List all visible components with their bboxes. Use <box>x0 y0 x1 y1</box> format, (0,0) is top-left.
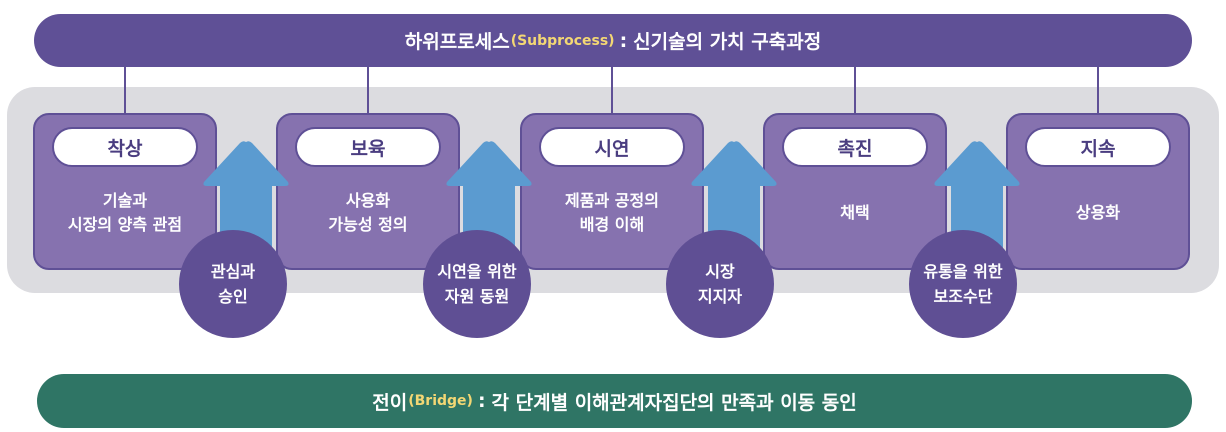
subprocess-bar: 하위프로세스(Subprocess):신기술의 가치 구축과정 <box>34 14 1192 67</box>
subprocess-description: 신기술의 가치 구축과정 <box>633 31 822 53</box>
bridge-bar: 전이(Bridge):각 단계별 이해관계자집단의 만족과 이동 동인 <box>37 374 1192 428</box>
stage-box-ideation: 착상 기술과 시장의 양측 관점 <box>33 113 217 270</box>
subprocess-title-en: (Subprocess) <box>510 32 615 49</box>
bridge-description: 각 단계별 이해관계자집단의 만족과 이동 동인 <box>491 391 857 414</box>
transition-circle: 시연을 위한 자원 동원 <box>423 230 531 338</box>
stage-name-pill: 보육 <box>295 127 441 167</box>
stage-name-pill: 촉진 <box>782 127 928 167</box>
connector-line <box>367 67 369 115</box>
stage-description: 사용화 가능성 정의 <box>328 191 408 234</box>
stage-box-sustainment: 지속 상용화 <box>1006 113 1190 270</box>
transition-circle: 유통을 위한 보조수단 <box>909 230 1017 338</box>
subprocess-title: 하위프로세스 <box>404 31 510 53</box>
connector-line <box>854 67 856 115</box>
stage-description: 채택 <box>840 203 870 222</box>
stage-box-promotion: 촉진 채택 <box>763 113 947 270</box>
bridge-title: 전이 <box>372 391 408 414</box>
stage-box-incubation: 보육 사용화 가능성 정의 <box>276 113 460 270</box>
stage-name-pill: 착상 <box>52 127 198 167</box>
transition-circle: 관심과 승인 <box>179 230 287 338</box>
bridge-separator: : <box>477 390 486 412</box>
connector-line <box>1097 67 1099 115</box>
connector-line <box>611 67 613 115</box>
subprocess-separator: : <box>619 29 628 52</box>
transition-circle: 시장 지지자 <box>666 230 774 338</box>
bridge-title-en: (Bridge) <box>408 393 473 409</box>
stage-description: 기술과 시장의 양측 관점 <box>67 191 183 234</box>
stage-description: 제품과 공정의 배경 이해 <box>565 191 659 234</box>
stage-description: 상용화 <box>1075 203 1121 222</box>
stage-name-pill: 시연 <box>539 127 685 167</box>
connector-line <box>124 67 126 115</box>
stage-box-demonstration: 시연 제품과 공정의 배경 이해 <box>520 113 704 270</box>
stage-name-pill: 지속 <box>1025 127 1171 167</box>
